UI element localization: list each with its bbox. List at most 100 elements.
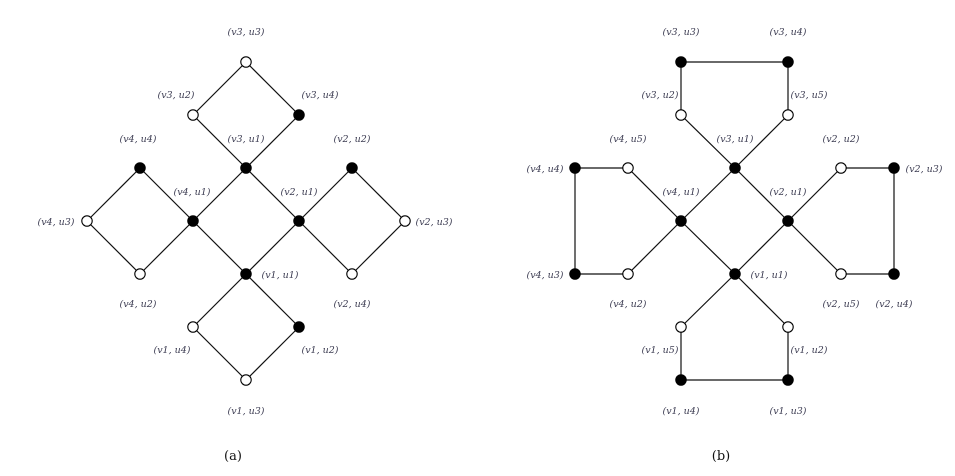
vertex-v1u4 xyxy=(187,321,199,333)
vertex-label-v2u1: (v2, u1) xyxy=(769,187,806,198)
edge-v4u1-v4u4 xyxy=(139,167,194,222)
vertex-label-v3u3: (v3, u3) xyxy=(662,27,699,38)
vertex-v2u2 xyxy=(835,162,847,174)
vertex-v2u4 xyxy=(346,268,358,280)
vertex-v4u2 xyxy=(134,268,146,280)
vertex-label-v3u4: (v3, u4) xyxy=(769,27,806,38)
vertex-label-v4u2: (v4, u2) xyxy=(119,299,156,310)
vertex-label-v3u1: (v3, u1) xyxy=(716,134,753,145)
edge-v3u1-v4u1 xyxy=(192,167,247,222)
edge-v3u5-v3u1 xyxy=(734,114,789,169)
edge-v1u2-v1u1 xyxy=(245,273,300,328)
edge-v2u2-v2u3 xyxy=(351,167,406,222)
caption-a: (a) xyxy=(224,449,242,464)
vertex-label-v4u1: (v4, u1) xyxy=(173,187,210,198)
vertex-label-v2u4: (v2, u4) xyxy=(875,299,912,310)
vertex-v1u1 xyxy=(240,268,252,280)
vertex-label-v1u2: (v1, u2) xyxy=(301,345,338,356)
vertex-v1u5 xyxy=(675,321,687,333)
vertex-v4u4 xyxy=(569,162,581,174)
edge-v1u4-v1u3 xyxy=(192,326,247,381)
edge-v3u3-v3u4 xyxy=(245,61,300,116)
vertex-v1u4 xyxy=(675,374,687,386)
edge-v3u2-v3u1 xyxy=(680,114,736,169)
graph-b: (v3, u3)(v3, u4)(v3, u2)(v3, u5)(v3, u1)… xyxy=(526,27,942,417)
vertex-v1u3 xyxy=(240,374,252,386)
vertex-v3u4 xyxy=(782,56,794,68)
vertex-v2u4 xyxy=(888,268,900,280)
vertex-v4u3 xyxy=(81,215,93,227)
vertex-label-v2u3: (v2, u3) xyxy=(905,164,942,175)
vertex-v4u2 xyxy=(622,268,634,280)
edge-v3u1-v2u1 xyxy=(734,167,789,222)
vertex-v2u3 xyxy=(399,215,411,227)
vertex-v3u1 xyxy=(240,162,252,174)
edge-v2u1-v2u2 xyxy=(298,167,353,222)
vertex-v4u5 xyxy=(622,162,634,174)
edge-v3u1-v2u1 xyxy=(245,167,300,222)
edge-v1u5-v1u1 xyxy=(680,273,736,328)
vertex-label-v1u2: (v1, u2) xyxy=(790,345,827,356)
vertex-label-v4u3: (v4, u3) xyxy=(526,270,563,281)
vertex-label-v2u4: (v2, u4) xyxy=(333,299,370,310)
vertex-v4u4 xyxy=(134,162,146,174)
edge-v3u1-v3u2 xyxy=(192,114,247,169)
vertex-v3u2 xyxy=(187,109,199,121)
vertex-v1u2 xyxy=(293,321,305,333)
edge-v4u4-v4u3 xyxy=(86,167,141,222)
edge-v4u1-v1u1 xyxy=(680,220,736,275)
vertex-label-v3u5: (v3, u5) xyxy=(790,90,827,101)
vertex-label-v2u5: (v2, u5) xyxy=(822,299,859,310)
vertex-label-v4u2: (v4, u2) xyxy=(609,299,646,310)
vertex-v2u1 xyxy=(782,215,794,227)
edge-v4u5-v4u1 xyxy=(627,167,682,222)
graph-a: (v3, u3) (v3, u2) (v3, u4) (v3, u1) (v4, u4)… xyxy=(37,27,452,417)
vertex-label-v1u3: (v1, u3) xyxy=(227,406,264,417)
vertex-label-v2u3: (v2, u3) xyxy=(415,217,452,228)
vertex-label-v1u3: (v1, u3) xyxy=(769,406,806,417)
vertex-label-v3u3: (v3, u3) xyxy=(227,27,264,38)
vertex-label-v4u1: (v4, u1) xyxy=(662,187,699,198)
vertex-v4u3 xyxy=(569,268,581,280)
vertex-v1u1 xyxy=(729,268,741,280)
edge-v2u2-v2u1 xyxy=(787,167,842,222)
vertex-v2u5 xyxy=(835,268,847,280)
edge-v2u3-v2u4 xyxy=(351,220,406,275)
vertex-v2u1 xyxy=(293,215,305,227)
vertex-label-v2u2: (v2, u2) xyxy=(333,134,370,145)
edge-v3u2-v3u3 xyxy=(192,61,247,116)
vertex-label-v4u4: (v4, u4) xyxy=(526,164,563,175)
vertex-v4u1 xyxy=(675,215,687,227)
vertex-label-v4u5: (v4, u5) xyxy=(609,134,646,145)
edge-v2u4-v2u1 xyxy=(298,220,353,275)
edge-v2u5-v2u1 xyxy=(787,220,842,275)
vertex-label-v1u1: (v1, u1) xyxy=(750,270,787,281)
vertex-label-v3u4: (v3, u4) xyxy=(301,90,338,101)
vertex-label-v2u2: (v2, u2) xyxy=(822,134,859,145)
vertex-label-v3u2: (v3, u2) xyxy=(157,90,194,101)
vertex-label-v4u4: (v4, u4) xyxy=(119,134,156,145)
vertex-v3u3 xyxy=(675,56,687,68)
edge-v4u1-v1u1 xyxy=(192,220,247,275)
edge-v4u2-v4u1 xyxy=(627,220,682,275)
vertex-v3u5 xyxy=(782,109,794,121)
caption-b: (b) xyxy=(712,449,730,464)
vertex-label-v4u3: (v4, u3) xyxy=(37,217,74,228)
vertex-label-v3u1: (v3, u1) xyxy=(227,134,264,145)
vertex-v2u2 xyxy=(346,162,358,174)
vertex-v3u2 xyxy=(675,109,687,121)
edge-v3u1-v4u1 xyxy=(680,167,736,222)
vertex-v1u2 xyxy=(782,321,794,333)
vertex-v1u3 xyxy=(782,374,794,386)
edge-v1u1-v1u4 xyxy=(192,273,247,328)
edge-v1u3-v1u2 xyxy=(245,326,300,381)
edge-v4u2-v4u1 xyxy=(139,220,194,275)
edge-v4u3-v4u2 xyxy=(86,220,141,275)
vertex-v3u3 xyxy=(240,56,252,68)
vertex-v3u4 xyxy=(293,109,305,121)
edge-v2u1-v1u1 xyxy=(734,220,789,275)
vertex-v4u1 xyxy=(187,215,199,227)
vertex-label-v1u4: (v1, u4) xyxy=(153,345,190,356)
edge-v3u4-v3u1 xyxy=(245,114,300,169)
